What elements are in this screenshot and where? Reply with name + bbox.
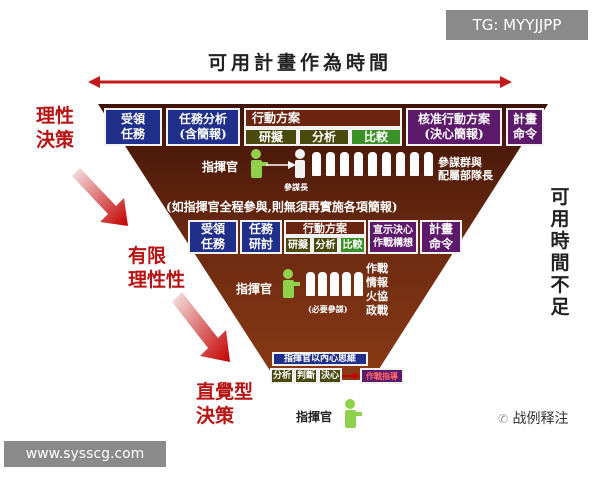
l1-commander-figure-icon (251, 149, 268, 178)
staff-member-icon (354, 272, 363, 296)
staff-member-icon (382, 152, 391, 176)
l1-chief-of-staff-label: 參謀長 (284, 182, 308, 192)
right-label-char: 足 (550, 296, 570, 318)
l2-order-line1: 計畫 (428, 222, 453, 236)
l2-plan-order: 計畫命令 (420, 220, 462, 254)
l2-coa-compare: 比較 (339, 236, 366, 254)
l1-staff-label: 參謀群與 配屬部隊長 (438, 156, 493, 182)
staff-member-icon (326, 152, 335, 176)
label-rational-line1: 理性 (36, 105, 75, 127)
l3-commander-figure-icon (345, 399, 362, 428)
watermark-bottom-left: www.sysscg.com (4, 441, 166, 467)
l2-function-political-warfare: 政戰 (366, 304, 388, 317)
l2-declare-intent: 宣示決心作戰構想 (368, 220, 418, 254)
label-time-insufficient: 可用時間不足 (548, 186, 572, 318)
diagram-title: 可用計畫作為時間 (207, 52, 392, 74)
staff-member-icon (318, 272, 327, 296)
timeline-arrow (88, 76, 512, 88)
brand-text: 战例释注 (512, 411, 569, 427)
l2-function-fire-coordination: 火協 (366, 290, 388, 303)
watermark-top-right: TG: MYYJJPP (446, 10, 588, 40)
brand-icon: ✆ (498, 412, 509, 426)
l2-study-line1: 任務 (248, 222, 273, 236)
l1-receive-line2: 任務 (120, 127, 145, 141)
l1-approve-line2: (決心簡報) (424, 127, 484, 141)
l2-receive-mission: 受領任務 (188, 220, 238, 254)
l3-step-decide: 決心 (318, 368, 342, 384)
l2-mission-study: 任務研討 (240, 220, 282, 254)
l1-order-line2: 命令 (512, 127, 537, 141)
label-bounded-rational: 有限 理性性 (128, 244, 185, 292)
l1-commander-label: 指揮官 (202, 160, 239, 174)
l1-arrow-icon (266, 161, 296, 169)
l2-essential-staff-label: (必要參謀) (308, 304, 348, 314)
staff-member-icon (368, 152, 377, 176)
l2-function-operations: 作戰 (366, 262, 388, 275)
l1-coa-analyze: 分析 (298, 128, 350, 146)
staff-member-icon (410, 152, 419, 176)
brand-logo: ✆ 战例释注 (498, 408, 569, 428)
staff-member-icon (342, 272, 351, 296)
label-rational-decision: 理性 決策 (36, 104, 74, 152)
red-arrow-2 (172, 292, 230, 362)
label-intuitive-line1: 直覺型 (196, 381, 254, 403)
l2-coa-analyze: 分析 (312, 236, 339, 254)
label-intuitive-line2: 決策 (196, 405, 235, 427)
l1-approve-line1: 核准行動方案 (417, 112, 490, 126)
l3-arrow-icon (342, 372, 360, 380)
l2-coa-header: 行動方案 (284, 220, 366, 236)
right-label-char: 可 (550, 186, 570, 208)
l2-commander-figure-icon (283, 269, 300, 298)
label-bounded-line2: 理性性 (128, 269, 186, 291)
staff-member-icon (354, 152, 363, 176)
l2-order-line2: 命令 (428, 237, 453, 251)
right-label-char: 用 (550, 208, 570, 230)
l1-staff-label-line2: 配屬部隊長 (438, 169, 493, 182)
l3-step-analyze: 分析 (270, 368, 294, 384)
l1-receive-mission: 受領任務 (104, 108, 162, 146)
staff-member-icon (424, 152, 433, 176)
staff-member-icon (340, 152, 349, 176)
staff-member-icon (312, 152, 321, 176)
l2-function-intelligence: 情報 (366, 276, 388, 289)
l3-operational-guidance: 作戰指導 (360, 368, 404, 384)
l2-intent-line1: 宣示決心 (373, 225, 413, 236)
l1-plan-order: 計畫命令 (506, 108, 544, 146)
l1-order-line1: 計畫 (512, 112, 537, 126)
staff-member-icon (396, 152, 405, 176)
staff-member-icon (330, 272, 339, 296)
l1-coa-develop: 研擬 (244, 128, 298, 146)
l2-commander-label: 指揮官 (236, 282, 273, 296)
l1-chief-of-staff-icon (295, 149, 305, 178)
label-bounded-line1: 有限 (128, 245, 167, 267)
l1-coa-header: 行動方案 (244, 108, 402, 128)
l1-coa-compare: 比較 (350, 128, 402, 146)
l1-analysis-line2: (含簡報) (179, 127, 227, 141)
commander-participation-note: (如指揮官全程參與,則無須再實施各項簡報) (166, 200, 398, 214)
l2-intent-line2: 作戰構想 (373, 238, 413, 249)
right-label-char: 不 (550, 274, 570, 296)
l2-receive-line2: 任務 (200, 237, 225, 251)
l3-inner-thought-header: 指揮官以內心思維 (272, 352, 368, 366)
l3-commander-label: 指揮官 (296, 410, 333, 424)
l2-study-line2: 研討 (248, 237, 273, 251)
l1-analysis-line1: 任務分析 (178, 112, 227, 126)
l1-mission-analysis: 任務分析(含簡報) (166, 108, 240, 146)
right-label-char: 間 (550, 252, 570, 274)
label-rational-line2: 決策 (36, 129, 75, 151)
l1-staff-label-line1: 參謀群與 (438, 156, 482, 169)
right-label-char: 時 (550, 230, 570, 252)
l2-coa-develop: 研擬 (284, 236, 312, 254)
l2-functions: 作戰 情報 火協 政戰 (366, 262, 388, 318)
l3-step-judge: 判斷 (294, 368, 318, 384)
label-intuitive-decision: 直覺型 決策 (196, 380, 253, 428)
red-arrow-1 (72, 168, 128, 226)
l1-receive-line1: 受領 (120, 112, 145, 126)
staff-member-icon (306, 272, 315, 296)
l1-approve-coa: 核准行動方案(決心簡報) (406, 108, 502, 146)
l2-receive-line1: 受領 (200, 222, 225, 236)
